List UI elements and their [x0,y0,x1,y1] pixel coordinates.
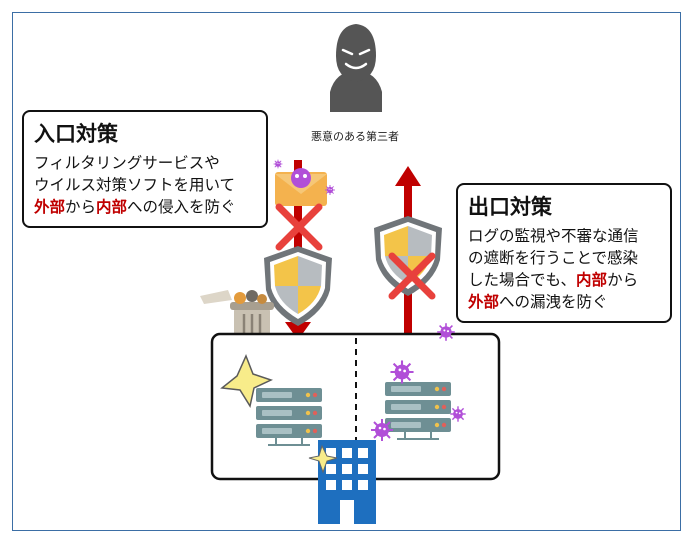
diagram-frame [12,12,681,531]
attacker-icon [330,24,382,112]
entry-outside-emphasis: 外部 [34,198,66,216]
exit-line-2: の遮断を行うことで感染 [468,249,639,267]
entry-line-2: ウイルス対策ソフトを用いて [34,176,236,194]
exit-line-3-text-b: から [607,271,639,289]
clean-server-icon [256,388,322,445]
entry-line-3-text-b: への侵入を防ぐ [127,198,236,216]
entry-inside-emphasis: 内部 [96,198,128,216]
entry-line-3: 外部から内部への侵入を防ぐ [34,196,256,218]
exit-outside-emphasis: 外部 [468,293,500,311]
entry-countermeasure-callout: 入口対策 フィルタリングサービスや ウイルス対策ソフトを用いて 外部から内部への… [22,110,268,228]
exit-line-3-text-a: した場合でも、 [468,271,577,289]
exit-line-4: 外部への漏洩を防ぐ [468,291,660,313]
exit-countermeasure-callout: 出口対策 ログの監視や不審な通信 の遮断を行うことで感染 した場合でも、内部から… [456,183,672,323]
entry-line-1: フィルタリングサービスや [34,154,220,172]
sparkle-icon [220,354,274,408]
exit-title: 出口対策 [468,195,552,219]
exit-line-1: ログの監視や不審な通信 [468,227,639,245]
exit-line-4-text: への漏洩を防ぐ [499,293,608,311]
trash-can-icon [200,290,274,340]
exit-line-3: した場合でも、内部から [468,269,660,291]
exit-inside-emphasis: 内部 [576,271,608,289]
company-building-icon [308,440,376,524]
inbound-shield-icon [264,246,332,326]
attacker-label: 悪意のある第三者 [311,130,399,143]
entry-line-3-text-a: から [65,198,97,216]
envelope-virus-icon [273,159,336,206]
entry-title: 入口対策 [34,122,118,146]
